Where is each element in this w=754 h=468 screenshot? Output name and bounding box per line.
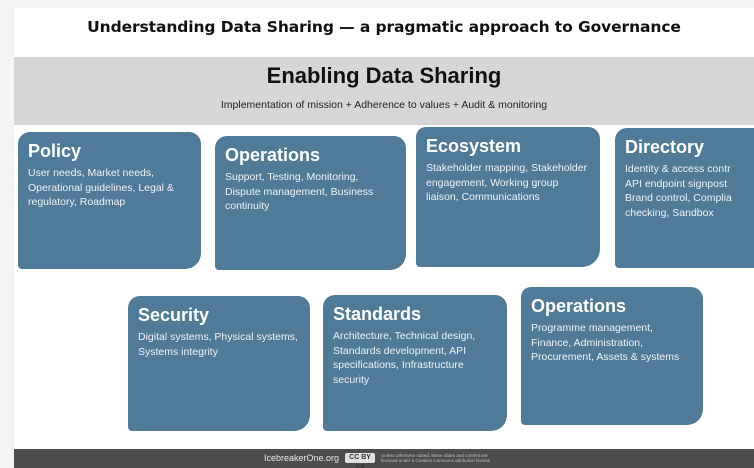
operations-bottom-text: Programme management, Finance, Administr…	[531, 322, 680, 363]
policy-text: User needs, Market needs, Operational gu…	[28, 167, 174, 208]
operations-top-title: Operations	[225, 145, 321, 165]
operations-top-text: Support, Testing, Monitoring, Dispute ma…	[225, 171, 374, 212]
policy-title: Policy	[28, 141, 82, 161]
security-text: Digital systems, Physical systems, Syste…	[138, 331, 298, 358]
operations-bottom-title: Operations	[531, 296, 627, 316]
cc-license-icon: CC BY SA	[345, 453, 376, 468]
security-title: Security	[138, 305, 210, 325]
directory-line: API endpoint signpost	[625, 177, 728, 190]
operations-top-box: Operations Support, Testing, Monitoring,…	[215, 136, 406, 270]
slide-footer: IcebreakerOne.org CC BY SA Unless otherw…	[14, 449, 754, 468]
ecosystem-title: Ecosystem	[426, 136, 522, 156]
enabling-banner: Enabling Data Sharing Implementation of …	[14, 57, 754, 125]
directory-box: Directory Identity & access contr API en…	[615, 128, 754, 268]
directory-line: Identity & access contr	[625, 163, 731, 175]
license-text: Unless otherwise stated, these slides an…	[381, 453, 491, 463]
footer-site-link[interactable]: IcebreakerOne.org	[264, 453, 340, 463]
banner-subtitle: Implementation of mission + Adherence to…	[220, 99, 548, 111]
slide: Understanding Data Sharing — a pragmatic…	[14, 8, 754, 468]
directory-line: Brand control, Complia	[625, 192, 732, 204]
operations-bottom-box: Operations Programme management, Finance…	[521, 287, 703, 425]
ecosystem-box: Ecosystem Stakeholder mapping, Stakehold…	[416, 127, 600, 267]
slide-title: Understanding Data Sharing — a pragmatic…	[87, 18, 681, 36]
standards-box: Standards Architecture, Technical design…	[323, 295, 507, 431]
directory-line: checking, Sandbox	[625, 206, 714, 219]
banner-heading: Enabling Data Sharing	[266, 63, 502, 88]
standards-title: Standards	[333, 304, 422, 324]
directory-title: Directory	[625, 137, 705, 157]
footer-content: IcebreakerOne.org CC BY SA Unless otherw…	[264, 453, 501, 468]
standards-text: Architecture, Technical design, Standard…	[333, 330, 476, 386]
ecosystem-text: Stakeholder mapping, Stakeholder engagem…	[426, 162, 588, 203]
policy-box: Policy User needs, Market needs, Operati…	[18, 132, 201, 269]
security-box: Security Digital systems, Physical syste…	[128, 296, 310, 431]
